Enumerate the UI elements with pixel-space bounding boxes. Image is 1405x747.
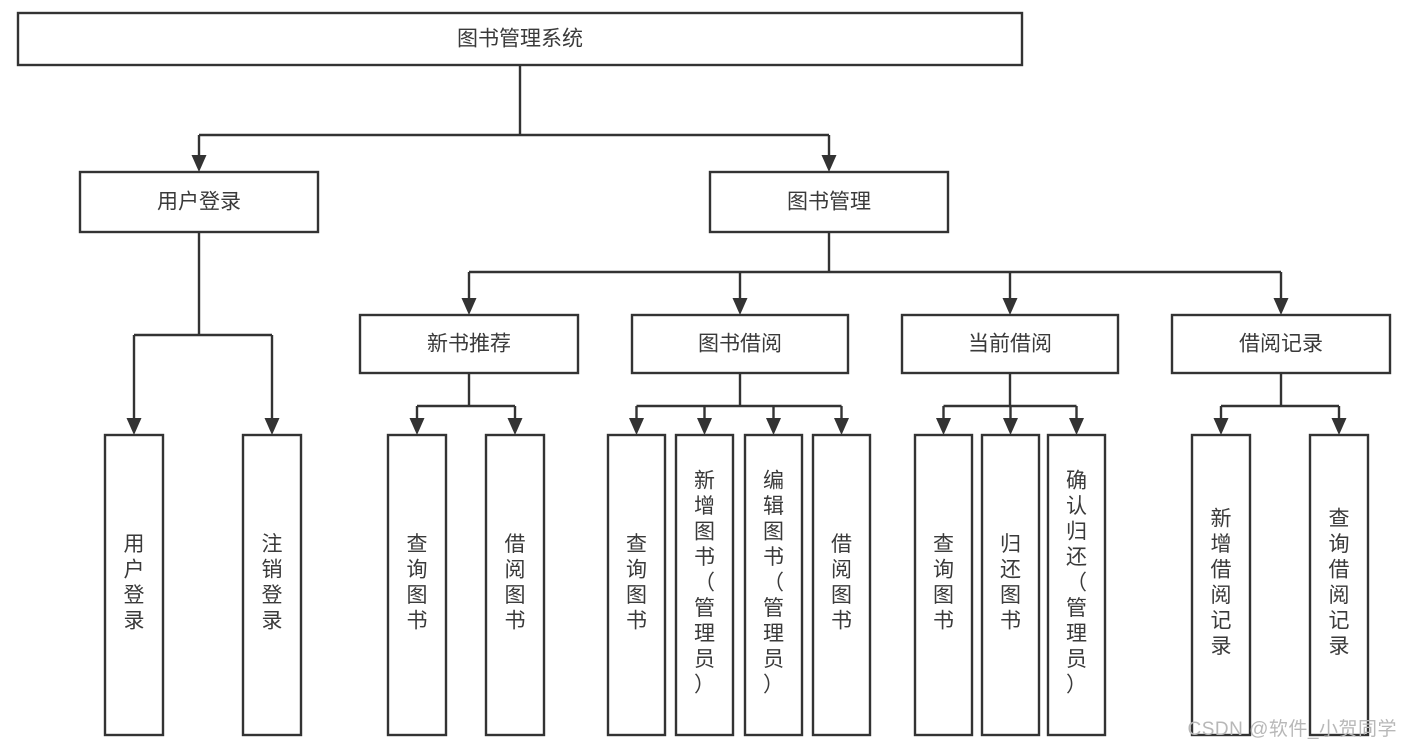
- node-label: 查询借阅记录: [1329, 508, 1350, 659]
- node-leaf-borrow-book-1[interactable]: 借阅图书: [484, 433, 546, 737]
- node-leaf-add-book[interactable]: 新增图书（管理员）: [674, 433, 735, 737]
- node-leaf-user-logout[interactable]: 注销登录: [241, 433, 303, 737]
- node-leaf-query-book-3[interactable]: 查询图书: [913, 433, 974, 737]
- node-label: 查询图书: [933, 533, 954, 633]
- node-label: 借阅记录: [1239, 333, 1323, 356]
- node-leaf-borrow-book-2[interactable]: 借阅图书: [811, 433, 872, 737]
- node-current-borrow[interactable]: 当前借阅: [900, 313, 1120, 375]
- node-label: 查询图书: [626, 533, 647, 633]
- node-label: 借阅图书: [831, 533, 852, 633]
- node-label: 确认归还（管理员）: [1066, 469, 1087, 696]
- node-label: 借阅图书: [505, 533, 526, 633]
- node-leaf-confirm-return[interactable]: 确认归还（管理员）: [1046, 433, 1107, 737]
- node-borrow-record[interactable]: 借阅记录: [1170, 313, 1392, 375]
- node-label: 图书借阅: [698, 333, 782, 356]
- node-label: 新增图书（管理员）: [694, 469, 715, 696]
- node-label: 当前借阅: [968, 333, 1052, 356]
- node-leaf-query-record[interactable]: 查询借阅记录: [1308, 433, 1370, 737]
- node-new-book-recommend[interactable]: 新书推荐: [358, 313, 580, 375]
- node-label: 查询图书: [407, 533, 428, 633]
- node-label: 编辑图书（管理员）: [763, 469, 784, 696]
- node-user-login[interactable]: 用户登录: [78, 170, 320, 234]
- node-label: 图书管理: [787, 191, 871, 214]
- node-leaf-query-book-2[interactable]: 查询图书: [606, 433, 667, 737]
- node-layer: 图书管理系统用户登录图书管理新书推荐图书借阅当前借阅借阅记录用户登录注销登录查询…: [16, 11, 1392, 737]
- node-book-borrow[interactable]: 图书借阅: [630, 313, 850, 375]
- node-leaf-return-book[interactable]: 归还图书: [980, 433, 1041, 737]
- node-label: 新书推荐: [427, 333, 511, 356]
- node-leaf-query-book-1[interactable]: 查询图书: [386, 433, 448, 737]
- node-label: 图书管理系统: [457, 28, 583, 51]
- node-label: 归还图书: [1000, 533, 1021, 633]
- node-leaf-user-login[interactable]: 用户登录: [103, 433, 165, 737]
- node-label: 新增借阅记录: [1211, 508, 1232, 659]
- node-label: 用户登录: [157, 191, 241, 214]
- node-book-manage[interactable]: 图书管理: [708, 170, 950, 234]
- node-leaf-add-record[interactable]: 新增借阅记录: [1190, 433, 1252, 737]
- node-label: 注销登录: [262, 533, 283, 633]
- connector-layer: [126, 65, 1347, 435]
- node-root[interactable]: 图书管理系统: [16, 11, 1024, 67]
- node-label: 用户登录: [124, 533, 145, 633]
- node-leaf-edit-book[interactable]: 编辑图书（管理员）: [743, 433, 804, 737]
